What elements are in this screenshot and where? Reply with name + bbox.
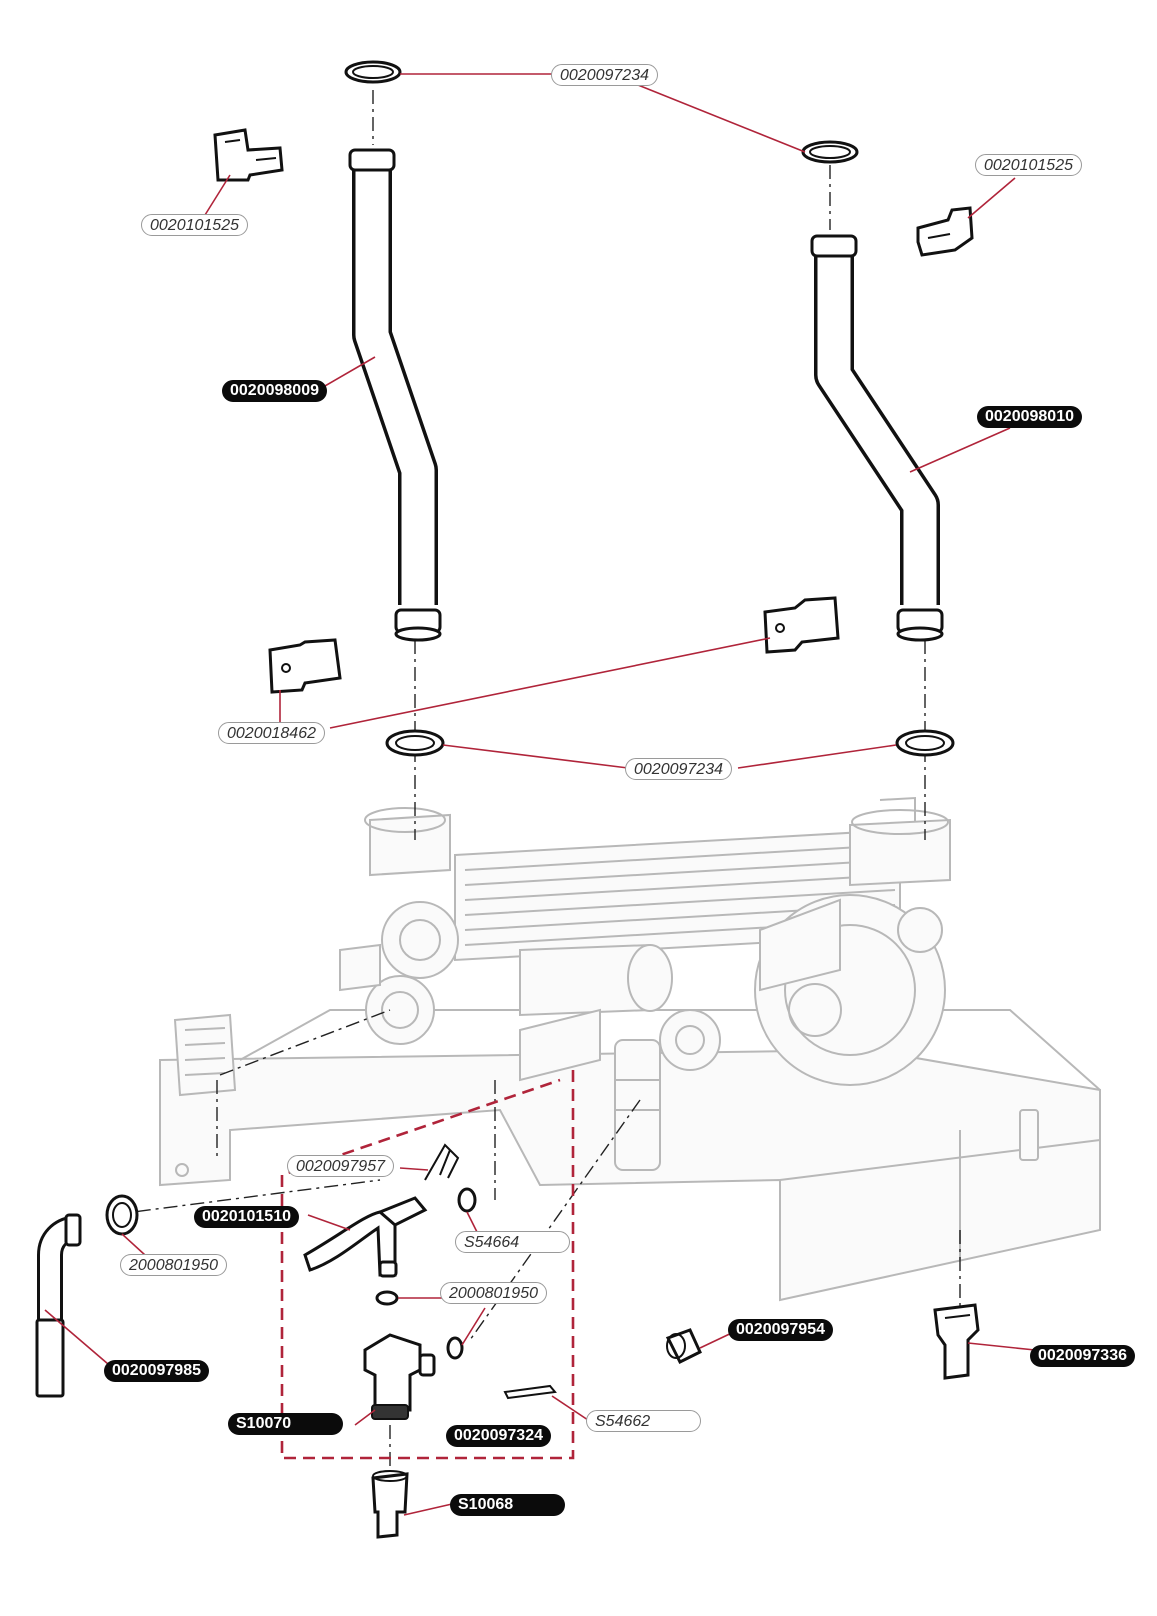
label-seal-top[interactable]: 0020097234 [551, 64, 658, 86]
label-drain-hose[interactable]: 0020097985 [104, 1360, 209, 1382]
oring-side[interactable] [446, 1336, 464, 1360]
washer-left[interactable] [105, 1194, 139, 1236]
oring-mid[interactable] [375, 1290, 399, 1306]
clip-middle-left[interactable] [268, 638, 342, 694]
leader-lines [44, 73, 1036, 1516]
seal-top-left[interactable] [344, 60, 402, 84]
drain-elbow[interactable] [303, 1196, 428, 1278]
clip-top-right[interactable] [916, 206, 974, 257]
label-pressure-sensor[interactable]: 0020097336 [1030, 1345, 1135, 1367]
label-valve-body[interactable]: S10070 [228, 1413, 343, 1435]
clip-top-left[interactable] [213, 128, 284, 182]
label-drain-elbow[interactable]: 0020101510 [194, 1206, 299, 1228]
label-clip-wire[interactable]: 0020097957 [287, 1155, 394, 1177]
label-clip-top-left[interactable]: 0020101525 [141, 214, 248, 236]
label-clip-middle[interactable]: 0020018462 [218, 722, 325, 744]
label-clip-top-right[interactable]: 0020101525 [975, 154, 1082, 176]
drain-kit-boundary [280, 1070, 575, 1460]
label-oring-mid[interactable]: 2000801950 [440, 1282, 547, 1304]
label-drain-nozzle[interactable]: S10068 [450, 1494, 565, 1516]
clip-middle-right[interactable] [763, 596, 840, 654]
seal-bottom-left[interactable] [385, 729, 445, 757]
wire-clip[interactable] [424, 1143, 460, 1181]
label-washer-left[interactable]: 2000801950 [120, 1254, 227, 1276]
split-pin[interactable] [503, 1384, 557, 1400]
label-sensor-plug[interactable]: 0020097954 [728, 1319, 833, 1341]
valve-body[interactable] [363, 1333, 436, 1420]
oring-small[interactable] [457, 1187, 477, 1213]
drain-hose[interactable] [35, 1213, 82, 1398]
label-drain-tap[interactable]: 0020097324 [446, 1425, 551, 1447]
label-pipe-left[interactable]: 0020098009 [222, 380, 327, 402]
label-split-pin[interactable]: S54662 [586, 1410, 701, 1432]
hydraulic-block-ghost [159, 796, 1101, 1302]
label-pipe-right[interactable]: 0020098010 [977, 406, 1082, 428]
seal-top-right[interactable] [801, 140, 859, 164]
pressure-sensor[interactable] [933, 1303, 980, 1380]
sensor-plug[interactable] [665, 1328, 702, 1365]
label-oring-small[interactable]: S54664 [455, 1231, 570, 1253]
pipe-right[interactable] [810, 234, 944, 642]
seal-bottom-right[interactable] [895, 729, 955, 757]
label-seal-bottom[interactable]: 0020097234 [625, 758, 732, 780]
pipe-left[interactable] [348, 148, 442, 642]
drain-nozzle[interactable] [371, 1470, 409, 1539]
